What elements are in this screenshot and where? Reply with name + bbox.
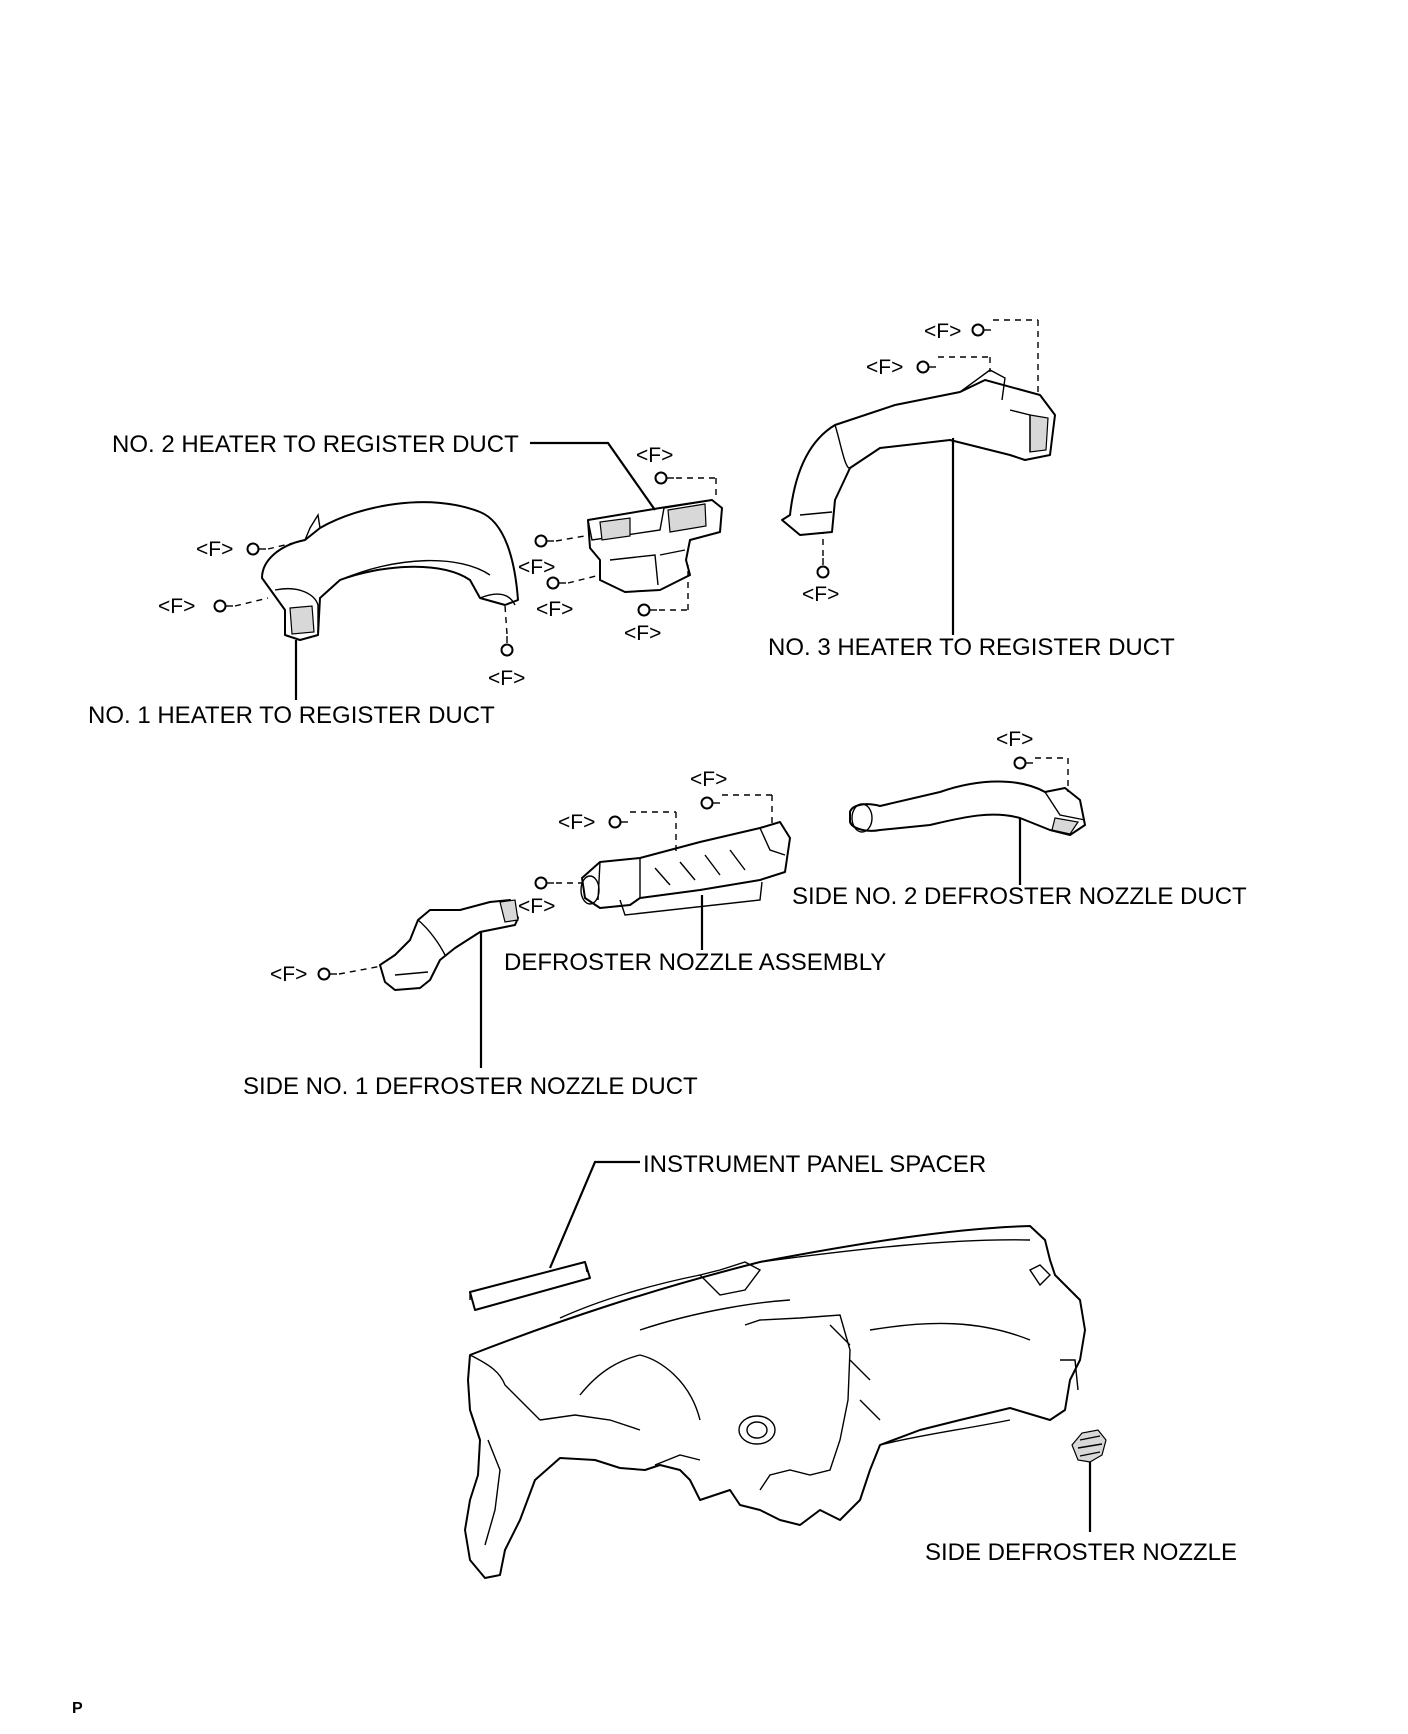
fastener-mark: <F>: [158, 595, 195, 618]
instrument-panel-spacer-drawing: [469, 1261, 591, 1311]
dash-leader: [555, 534, 591, 542]
instrument-panel-drawing: [464, 1225, 1086, 1579]
bolt-icon: [534, 534, 554, 548]
dash-leader: [567, 574, 601, 584]
defroster-nozzle-assembly-label: DEFROSTER NOZZLE ASSEMBLY: [504, 949, 886, 976]
bolt-icon: [1013, 756, 1033, 770]
no3-heater-duct-label: NO. 3 HEATER TO REGISTER DUCT: [768, 634, 1175, 661]
bolt-icon: [637, 603, 657, 617]
fastener-mark: <F>: [996, 728, 1033, 751]
no2-heater-duct-drawing: [587, 499, 723, 593]
side-no2-defroster-duct-label: SIDE NO. 2 DEFROSTER NOZZLE DUCT: [792, 883, 1247, 910]
fastener-mark: <F>: [536, 598, 573, 621]
bolt-icon: [317, 967, 337, 981]
fastener-mark: <F>: [196, 538, 233, 561]
footer-code: P: [72, 1700, 83, 1717]
fastener-mark: <F>: [924, 320, 961, 343]
spacer-leader: [548, 1160, 640, 1269]
fastener-mark: <F>: [488, 667, 525, 690]
bolt-icon: [246, 542, 266, 556]
bolt-icon: [213, 599, 233, 613]
side-no2-defroster-duct-drawing: [849, 780, 1086, 836]
fastener-mark: <F>: [270, 963, 307, 986]
bolt-icon: [916, 360, 936, 374]
dash-leader: [338, 965, 383, 975]
defroster-nozzle-assembly-drawing: [580, 821, 791, 916]
no3-heater-duct-drawing: [781, 369, 1056, 536]
bolt-icon: [816, 558, 830, 579]
dash-leader: [267, 540, 303, 550]
side-defroster-nozzle-label: SIDE DEFROSTER NOZZLE: [925, 1539, 1237, 1566]
side-no1-defroster-duct-drawing: [379, 899, 519, 991]
instrument-panel-spacer-label: INSTRUMENT PANEL SPACER: [643, 1151, 986, 1178]
no2-heater-duct-label: NO. 2 HEATER TO REGISTER DUCT: [112, 431, 519, 458]
fastener-mark: <F>: [866, 356, 903, 379]
bolt-icon: [700, 796, 720, 810]
side-no1-defroster-duct-label: SIDE NO. 1 DEFROSTER NOZZLE DUCT: [243, 1073, 698, 1100]
fastener-mark: <F>: [518, 895, 555, 918]
dash-leader: [234, 597, 269, 607]
no1-heater-duct-label: NO. 1 HEATER TO REGISTER DUCT: [88, 702, 495, 729]
bolt-icon: [608, 815, 628, 829]
no1-heater-duct-drawing: [261, 501, 519, 641]
bolt-icon: [546, 576, 566, 590]
bolt-icon: [534, 876, 554, 890]
no2-duct-leader: [530, 441, 656, 511]
fastener-mark: <F>: [558, 811, 595, 834]
fastener-mark: <F>: [624, 622, 661, 645]
fastener-mark: <F>: [690, 768, 727, 791]
bolt-icon: [500, 636, 514, 657]
side-defroster-nozzle-drawing: [1071, 1429, 1107, 1463]
fastener-mark: <F>: [802, 583, 839, 606]
bolt-icon: [971, 323, 991, 337]
fastener-mark: <F>: [518, 556, 555, 579]
fastener-mark: <F>: [636, 444, 673, 467]
dash-leader: [504, 605, 508, 635]
bolt-icon: [654, 471, 674, 485]
